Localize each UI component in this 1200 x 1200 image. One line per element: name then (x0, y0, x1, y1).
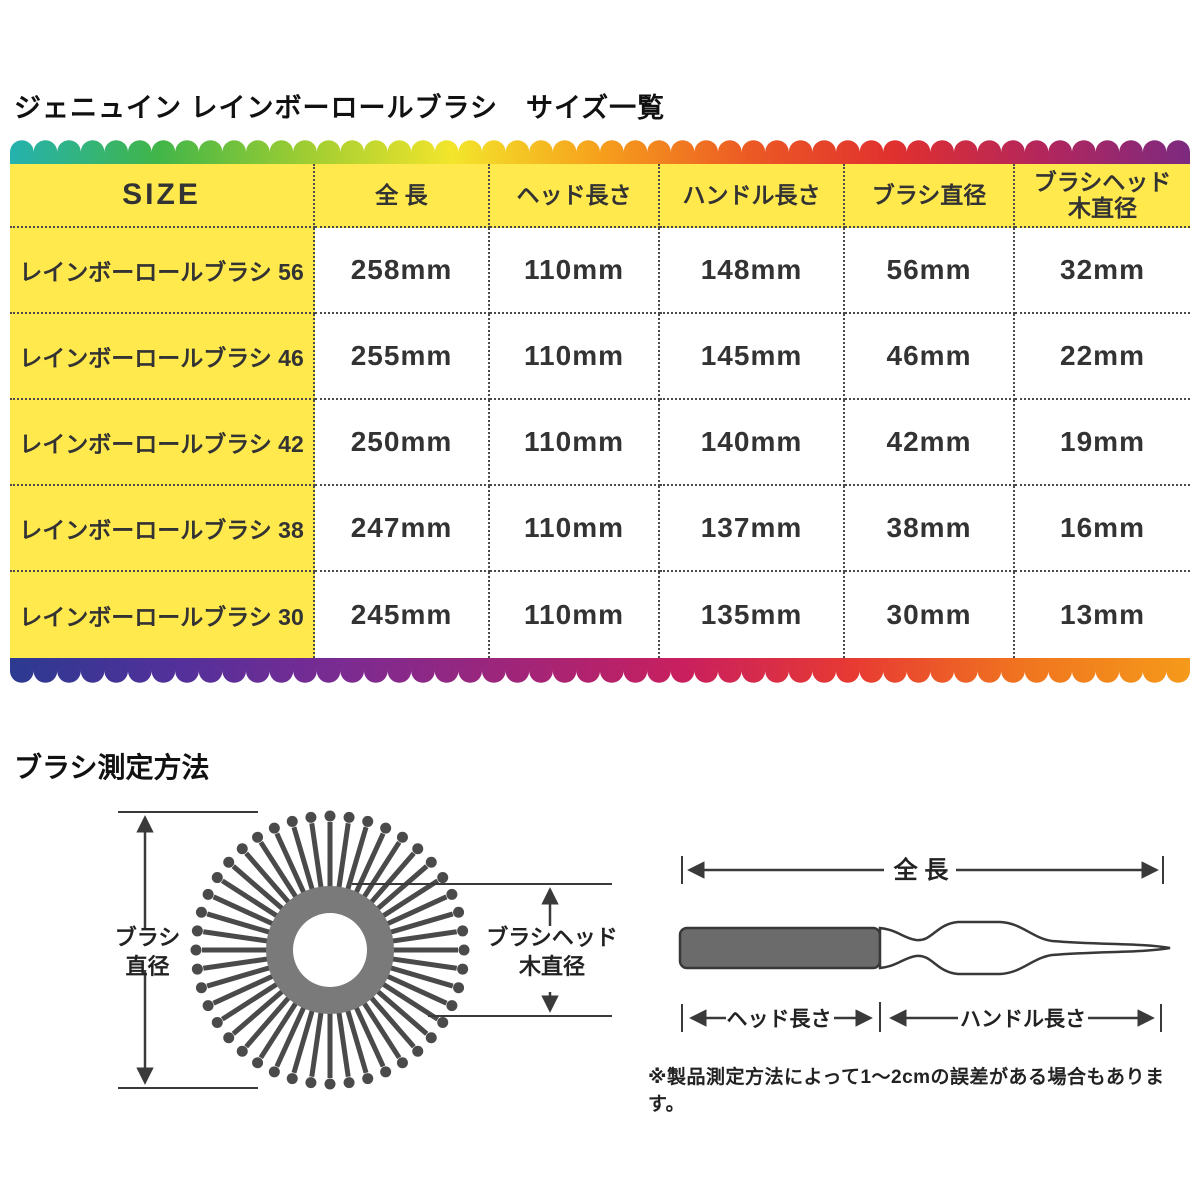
row-label: レインボーロールブラシ 46 (10, 314, 315, 400)
cell-value: 145mm (660, 314, 845, 400)
header-cell-handle-length: ハンドル長さ (660, 164, 845, 228)
cell-value: 258mm (315, 228, 490, 314)
measurement-diagrams (118, 810, 1171, 1090)
row-label: レインボーロールブラシ 30 (10, 572, 315, 658)
brush-cross-section-diagram (118, 810, 612, 1090)
measurement-note: ※製品測定方法によって1〜2cmの誤差がある場合もあります。 (648, 1067, 1165, 1115)
cell-value: 38mm (845, 486, 1015, 572)
cell-value: 247mm (315, 486, 490, 572)
header-cell-head-wood-diameter: ブラシヘッド 木直径 (1015, 164, 1190, 228)
cell-value: 110mm (490, 572, 660, 658)
page-title: ジェニュイン レインボーロールブラシ サイズ一覧 (14, 93, 666, 123)
cell-value: 137mm (660, 486, 845, 572)
size-table: SIZE 全 長 ヘッド長さ ハンドル長さ ブラシ直径 ブラシヘッド 木直径 レ… (10, 140, 1190, 684)
total-length-label: 全 長 (893, 857, 949, 884)
brush-diameter-label: ブラシ 直径 (114, 925, 181, 979)
brush-head-shape (678, 926, 882, 970)
brush-bristles (190, 810, 470, 1090)
cell-value: 32mm (1015, 228, 1190, 314)
brush-side-view-diagram (678, 856, 1171, 1032)
header-cell-total-length: 全 長 (315, 164, 490, 228)
brush-handle-shape (878, 920, 1171, 976)
rainbow-top-border (10, 140, 1190, 164)
cell-value: 19mm (1015, 400, 1190, 486)
rainbow-bottom-border (10, 658, 1190, 683)
size-table-grid: SIZE 全 長 ヘッド長さ ハンドル長さ ブラシ直径 ブラシヘッド 木直径 レ… (10, 164, 1190, 658)
header-cell-head-length: ヘッド長さ (490, 164, 660, 228)
cell-value: 245mm (315, 572, 490, 658)
cell-value: 250mm (315, 400, 490, 486)
row-label: レインボーロールブラシ 56 (10, 228, 315, 314)
row-label: レインボーロールブラシ 42 (10, 400, 315, 486)
cell-value: 135mm (660, 572, 845, 658)
cell-value: 110mm (490, 400, 660, 486)
cell-value: 30mm (845, 572, 1015, 658)
cell-value: 46mm (845, 314, 1015, 400)
head-length-label: ヘッド長さ (726, 1008, 832, 1031)
cell-value: 110mm (490, 486, 660, 572)
header-cell-brush-diameter: ブラシ直径 (845, 164, 1015, 228)
cell-value: 16mm (1015, 486, 1190, 572)
measurement-section-title: ブラシ測定方法 (14, 752, 210, 783)
cell-value: 56mm (845, 228, 1015, 314)
cell-value: 42mm (845, 400, 1015, 486)
head-wood-diameter-label: ブラシヘッド 木直径 (486, 925, 618, 979)
brush-core-hole (293, 913, 367, 987)
row-label: レインボーロールブラシ 38 (10, 486, 315, 572)
cell-value: 148mm (660, 228, 845, 314)
cell-value: 13mm (1015, 572, 1190, 658)
header-cell-size: SIZE (10, 164, 315, 228)
handle-length-label: ハンドル長さ (960, 1008, 1086, 1031)
cell-value: 22mm (1015, 314, 1190, 400)
cell-value: 110mm (490, 228, 660, 314)
cell-value: 255mm (315, 314, 490, 400)
cell-value: 140mm (660, 400, 845, 486)
cell-value: 110mm (490, 314, 660, 400)
